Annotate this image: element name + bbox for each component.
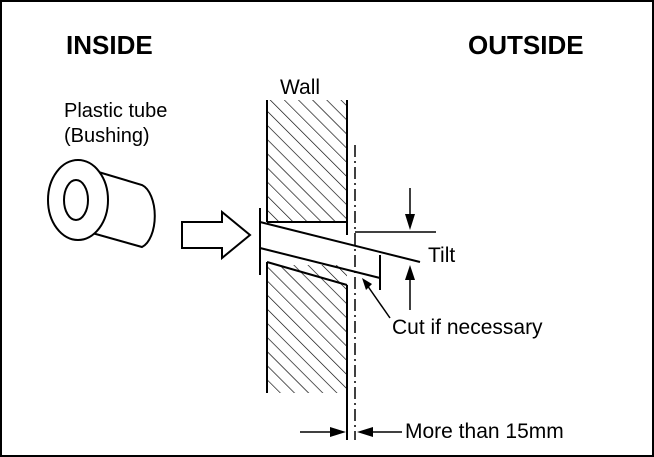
distance-arrows [300,427,402,437]
outside-label: OUTSIDE [468,30,584,60]
tilt-arrows [405,188,415,310]
wall-label: Wall [280,76,321,99]
cut-label: Cut if necessary [392,316,543,339]
bushing-pipe [259,208,421,290]
tube-label-line1: Plastic tube [64,100,168,122]
wall-upper [266,100,348,235]
tube-label-line2: (Bushing) [64,125,150,147]
distance-label: More than 15mm [405,420,564,443]
bushing-icon [47,159,156,249]
wall-lower [266,262,348,440]
tilt-label: Tilt [428,244,456,267]
cut-leader [362,278,391,319]
insert-arrow-icon [181,209,252,261]
inside-label: INSIDE [66,30,153,60]
